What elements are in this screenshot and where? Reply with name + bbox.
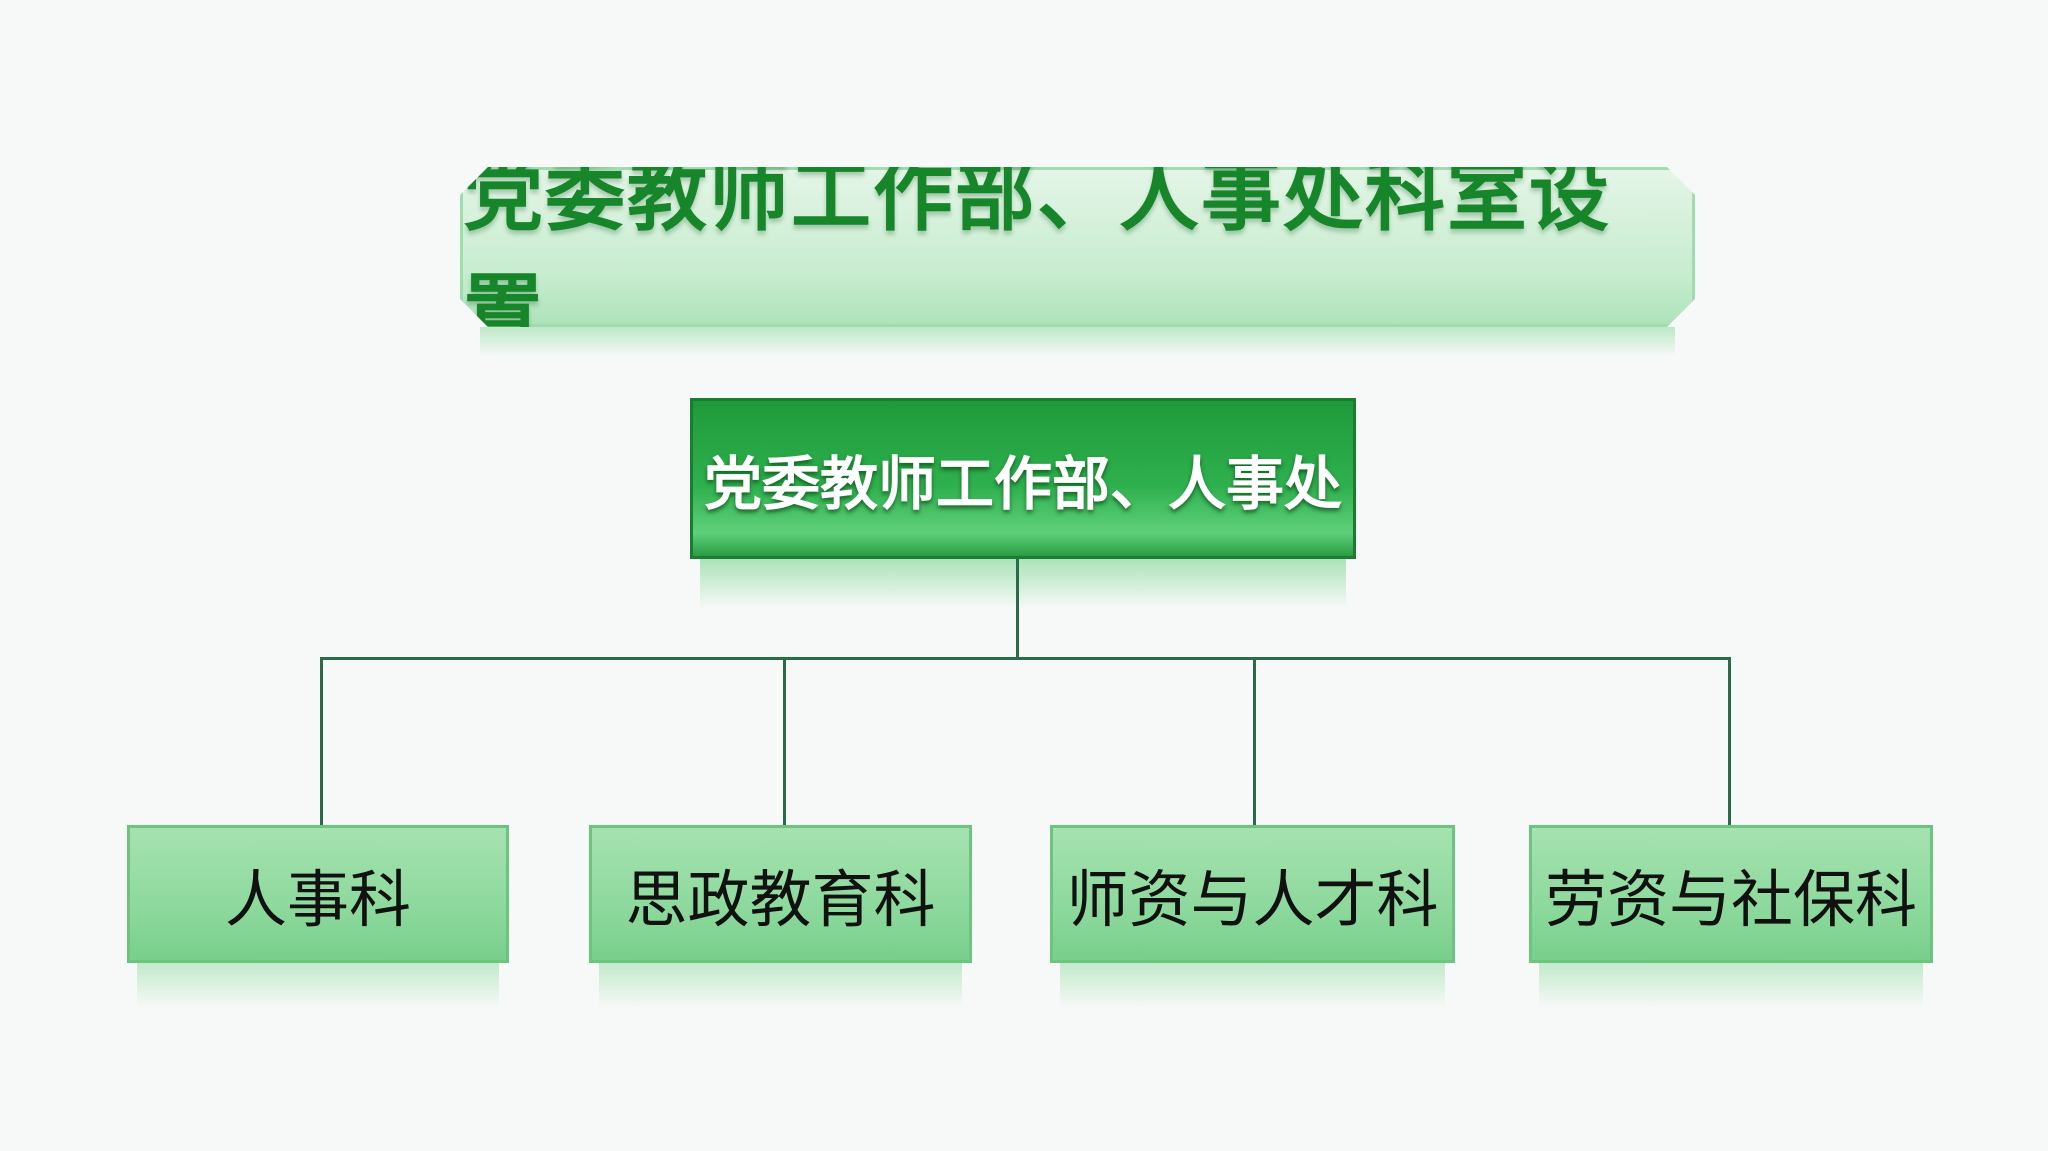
connector-child-4 — [1728, 657, 1731, 825]
connector-root-down — [1016, 559, 1019, 659]
child-node-personnel: 人事科 — [127, 825, 509, 963]
connector-child-1 — [320, 657, 323, 825]
title-reflection — [480, 327, 1675, 357]
child-reflection — [599, 963, 962, 1008]
diagram-title: 党委教师工作部、人事处科室设置 — [460, 167, 1695, 327]
root-reflection — [700, 559, 1346, 609]
connector-child-3 — [1253, 657, 1256, 825]
child-node-ideology-education: 思政教育科 — [589, 825, 972, 963]
child-reflection — [1539, 963, 1923, 1008]
connector-child-2 — [783, 657, 786, 825]
child-reflection — [1060, 963, 1445, 1008]
child-node-faculty-talent: 师资与人才科 — [1050, 825, 1455, 963]
child-reflection — [137, 963, 499, 1008]
root-node: 党委教师工作部、人事处 — [690, 398, 1356, 559]
connector-horizontal — [320, 657, 1731, 660]
child-node-payroll-social-security: 劳资与社保科 — [1529, 825, 1933, 963]
